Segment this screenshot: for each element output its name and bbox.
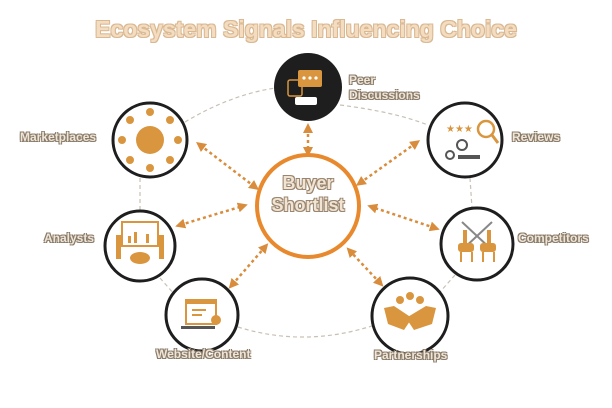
- buyer-shortlist-circle: [255, 153, 361, 259]
- outer-connectors: [139, 87, 473, 338]
- chat-bubbles-icon: [287, 70, 322, 105]
- center-line2: Shortlist: [271, 195, 345, 215]
- analysts-presentation-icon: [116, 221, 164, 264]
- competitors-node: [439, 206, 515, 282]
- competitors-label: Competitors: [518, 231, 589, 245]
- handshake-icon: [384, 292, 436, 330]
- website-content-label: Website/Content: [156, 347, 251, 361]
- buyer-shortlist-label: Buyer Shortlist: [258, 172, 358, 216]
- influence-arrows: [175, 123, 440, 289]
- website-content-node: [164, 277, 240, 353]
- analysts-node: [103, 209, 177, 283]
- peer-line1: Peer: [349, 73, 376, 87]
- analysts-label: Analysts: [44, 231, 95, 245]
- svg-text:★★★: ★★★: [446, 124, 473, 135]
- peer-line2: Discussions: [349, 88, 420, 102]
- page-title: Ecosystem Signals Influencing Choice: [95, 16, 517, 42]
- partnerships-node: [370, 276, 450, 356]
- browser-window-check-icon: [181, 299, 221, 329]
- star-rating-magnifier-icon: ★★★: [445, 119, 500, 160]
- marketplaces-label: Marketplaces: [20, 130, 97, 144]
- knights-jousting-icon: [458, 221, 496, 262]
- marketplaces-node: [111, 101, 189, 179]
- peer-discussions-node: [274, 53, 342, 121]
- reviews-node: ★★★: [426, 101, 504, 179]
- reviews-label: Reviews: [512, 130, 561, 144]
- network-handshake-icon: [118, 108, 182, 172]
- partnerships-label: Partnerships: [374, 348, 448, 362]
- center-line1: Buyer: [282, 173, 334, 193]
- peer-discussions-label: Peer Discussions: [349, 73, 420, 103]
